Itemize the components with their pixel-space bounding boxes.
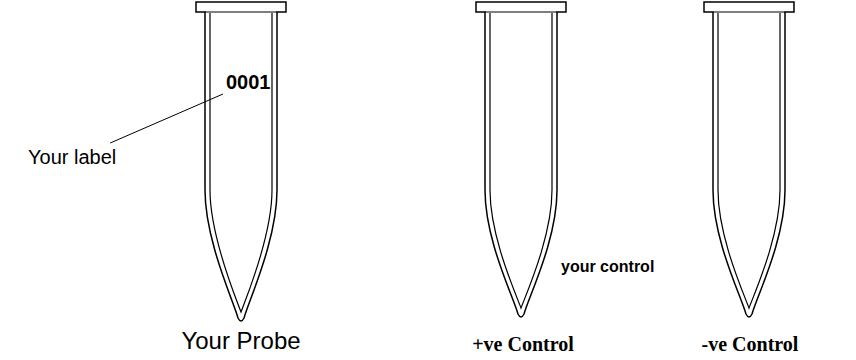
callout-text: your control: [561, 258, 654, 276]
tube: [196, 2, 286, 321]
tube-wall: [718, 13, 780, 308]
tube-caption: -ve Control: [702, 333, 799, 355]
tube-rim: [485, 11, 557, 12]
tube-outline: [196, 2, 286, 321]
tube-label: 0001: [226, 71, 271, 93]
leader-line: [110, 94, 223, 143]
tube-wall: [490, 13, 552, 308]
tube-caption: Your Probe: [181, 328, 300, 354]
tube-wall: [210, 13, 272, 312]
tube-caption: +ve Control: [472, 333, 574, 355]
tube: [476, 2, 566, 317]
callout-text: Your label: [28, 146, 116, 168]
tube: [704, 2, 794, 317]
tube-outline: [476, 2, 566, 317]
tube-rim: [205, 11, 277, 12]
tube-outline: [704, 2, 794, 317]
tube-rim: [713, 11, 785, 12]
